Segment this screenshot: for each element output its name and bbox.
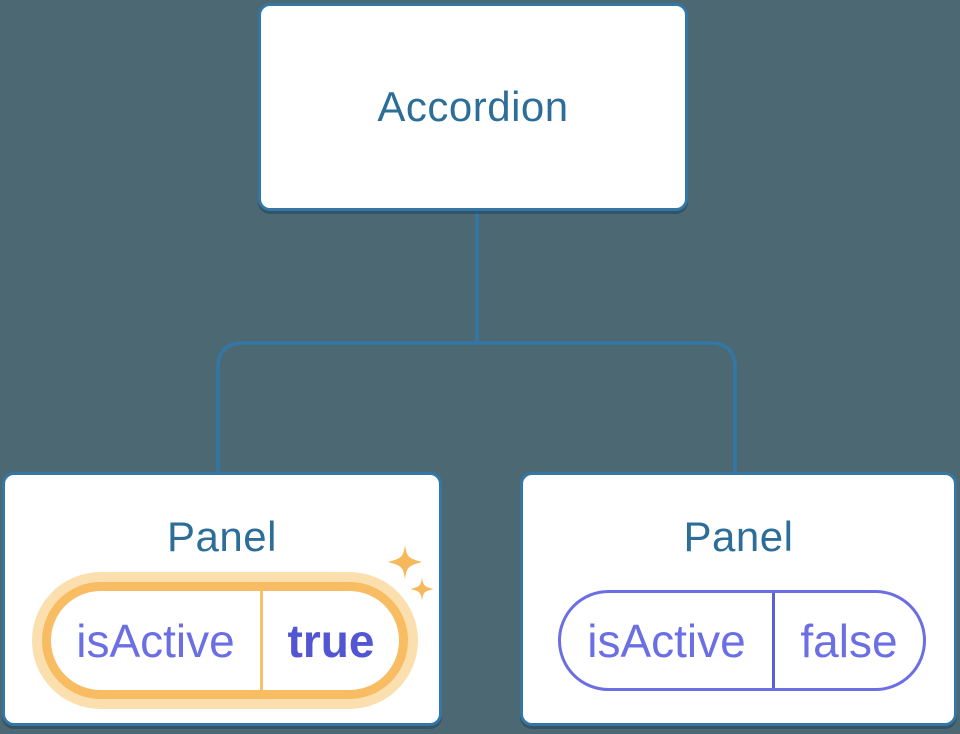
state-prop-name: isActive xyxy=(76,614,235,667)
panel-node-label: Panel xyxy=(167,513,277,560)
pill-divider xyxy=(260,591,263,690)
state-pill-inactive: isActive false xyxy=(558,590,926,691)
state-prop-value: false xyxy=(800,614,898,667)
accordion-node: Accordion xyxy=(258,3,688,211)
state-pill-active: isActive true xyxy=(42,582,408,699)
panel-node-inactive: Panel isActive false xyxy=(520,472,957,726)
panel-node-active: Panel isActive true xyxy=(2,472,442,726)
accordion-node-label: Accordion xyxy=(377,83,569,130)
state-prop-value: true xyxy=(287,614,375,667)
state-prop-name: isActive xyxy=(587,614,746,667)
panel-node-label: Panel xyxy=(683,513,794,560)
pill-divider xyxy=(772,593,775,688)
